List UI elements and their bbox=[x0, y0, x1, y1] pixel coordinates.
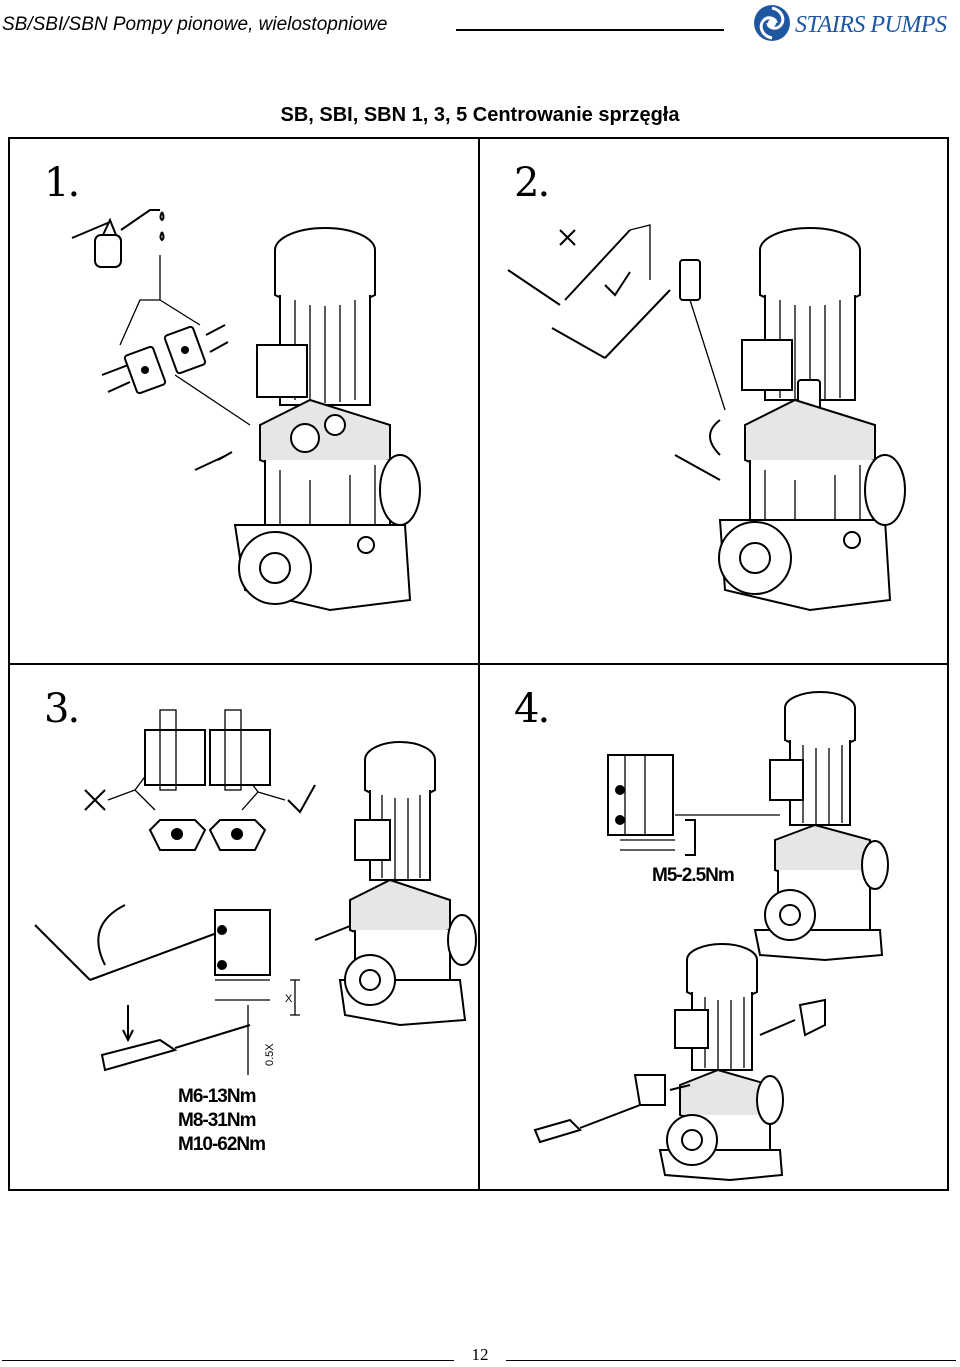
step-number-3: 3. bbox=[44, 686, 80, 732]
coupling-detail bbox=[607, 754, 675, 851]
wrong-mark-icon bbox=[84, 789, 106, 811]
screwdriver-icon bbox=[533, 1104, 641, 1144]
dim-x-label: X bbox=[285, 993, 293, 1005]
check-mark-icon bbox=[604, 271, 631, 297]
pump-body bbox=[718, 227, 906, 612]
torque-spec-m6: M6-13Nm bbox=[178, 1086, 256, 1107]
coupling-aligned bbox=[208, 709, 271, 851]
step-number-4: 4. bbox=[514, 686, 550, 732]
pump-body bbox=[233, 227, 421, 612]
pump-illustration-4 bbox=[533, 691, 889, 1182]
coupling-alignment-illustration: X 0.5X bbox=[34, 709, 477, 1075]
torque-spec-m8: M8-31Nm bbox=[178, 1110, 256, 1131]
check-mark-icon bbox=[287, 784, 316, 814]
footer-rule-right bbox=[506, 1360, 956, 1361]
pump-body-lower bbox=[658, 943, 784, 1182]
hex-key-icon bbox=[685, 819, 696, 856]
pump-body bbox=[338, 741, 477, 1027]
coupling-parts bbox=[101, 324, 229, 395]
page-number: 12 bbox=[471, 1345, 489, 1364]
pump-illustration-1 bbox=[71, 209, 421, 612]
footer-rule-left bbox=[2, 1360, 454, 1361]
swirl-logo-icon bbox=[754, 5, 790, 41]
pump-body-upper bbox=[753, 691, 889, 962]
oil-can-icon bbox=[71, 209, 165, 268]
step-number-1: 1. bbox=[44, 160, 80, 206]
grid-horizontal-divider bbox=[8, 663, 949, 665]
torque-spec-m10: M10-62Nm bbox=[178, 1134, 266, 1155]
screwdriver-icon bbox=[100, 1024, 251, 1072]
page-title: SB, SBI, SBN 1, 3, 5 Centrowanie sprzęgł… bbox=[280, 104, 680, 126]
brand-name: STAIRS PUMPS bbox=[795, 12, 947, 38]
dim-half-x-label: 0.5X bbox=[264, 1043, 276, 1066]
pump-illustration-2 bbox=[507, 224, 906, 612]
coupling-misaligned bbox=[144, 709, 207, 851]
brand-logo: STAIRS PUMPS bbox=[752, 2, 958, 44]
wrong-mark-icon bbox=[559, 229, 576, 246]
torque-spec-m5: M5-2.5Nm bbox=[652, 865, 735, 886]
document-title: SB/SBI/SBN Pompy pionowe, wielostopniowe bbox=[2, 14, 388, 35]
step-number-2: 2. bbox=[514, 160, 550, 206]
header-rule bbox=[456, 29, 724, 31]
